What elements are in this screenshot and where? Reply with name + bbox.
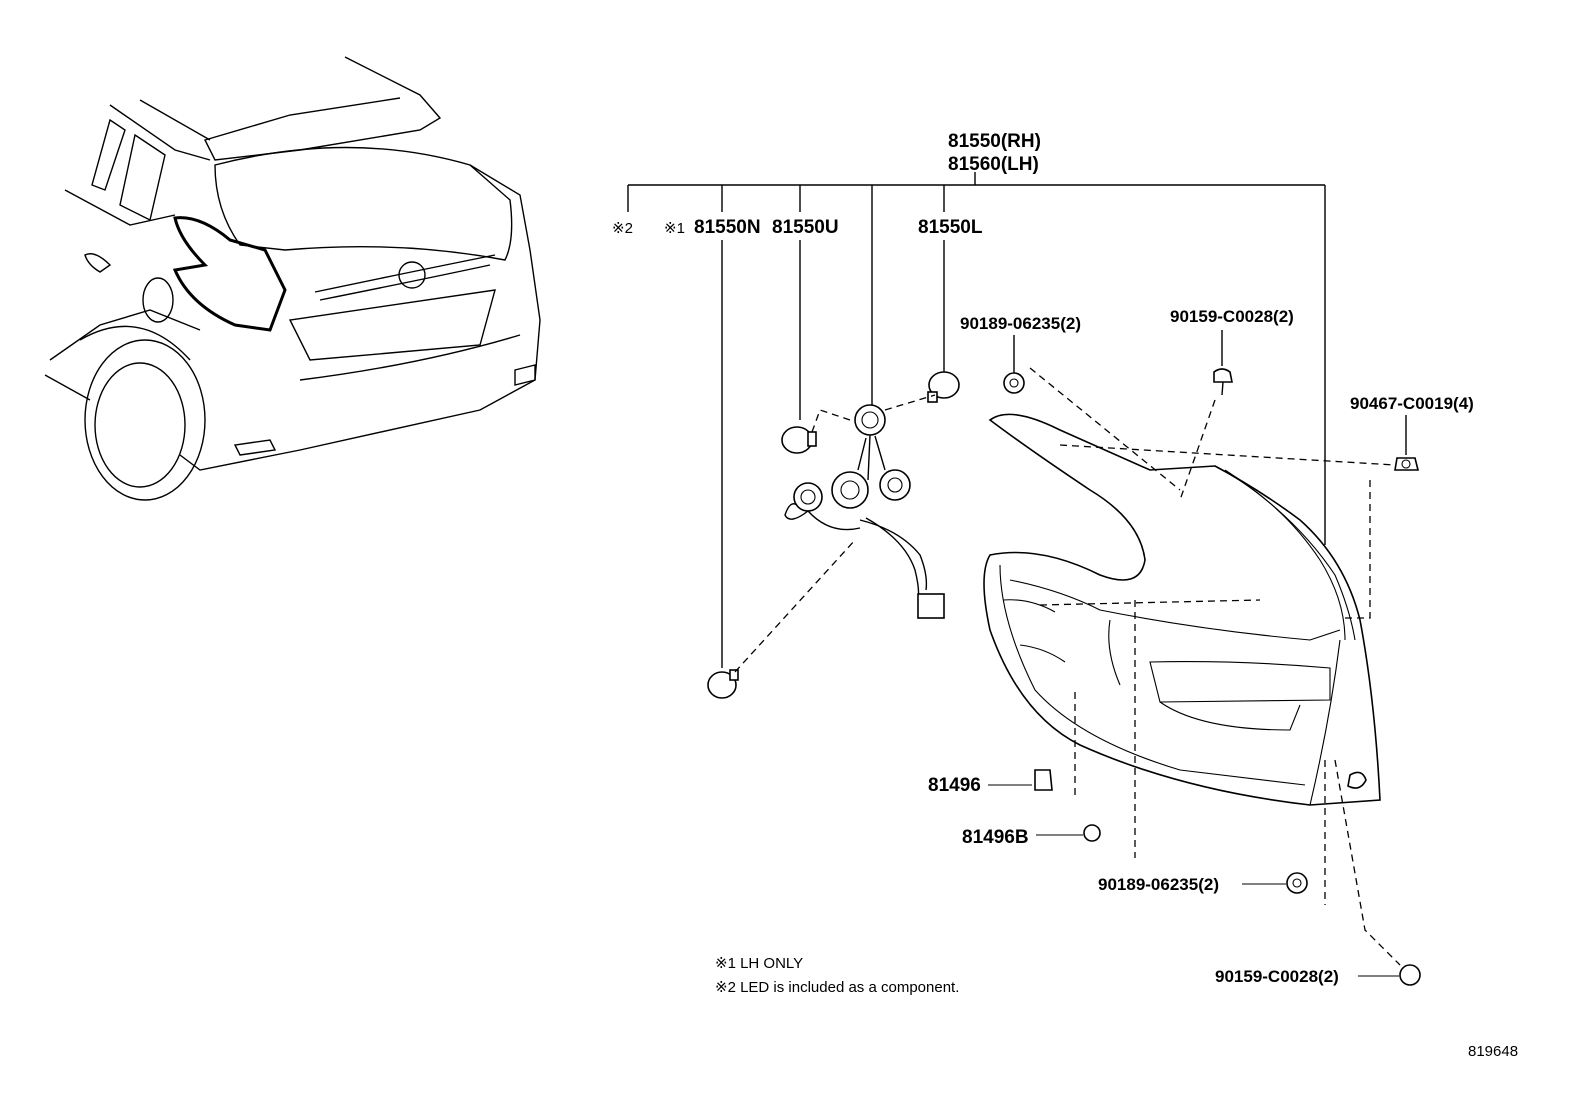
socket-top xyxy=(854,404,886,436)
screw-bottom-icon xyxy=(1399,964,1421,986)
fastener-icons xyxy=(1003,330,1421,986)
screw-bottom-label: 90159-C0028(2) xyxy=(1215,967,1339,986)
screw-top-icon xyxy=(1213,368,1233,383)
footnotes: ※1 LH ONLY ※2 LED is included as a compo… xyxy=(715,955,959,996)
nut-top-icon xyxy=(1003,372,1025,394)
illustration-code: 819648 xyxy=(1468,1043,1518,1060)
clip-right-icon xyxy=(1394,457,1420,471)
bulb-81550n-label: 81550N xyxy=(694,217,761,238)
fastener-labels: 90189-06235(2) 90159-C0028(2) 90467-C001… xyxy=(928,307,1474,986)
led-mark: ※2 xyxy=(612,220,633,237)
assembly-callout: 81550(RH) 81560(LH) xyxy=(627,131,1326,545)
cushion-label: 81496 xyxy=(928,775,981,796)
socket-left xyxy=(793,482,823,512)
note-lh-only: ※1 LH ONLY xyxy=(715,955,803,972)
bulb-81550n xyxy=(707,671,737,699)
cushion-icon xyxy=(1034,769,1053,791)
clip-right-label: 90467-C0019(4) xyxy=(1350,394,1474,413)
bulb-81550u-label: 81550U xyxy=(772,217,839,238)
assembly-rh-label: 81550(RH) xyxy=(948,131,1041,152)
cushion-b-icon xyxy=(1083,824,1101,842)
cushion-b-label: 81496B xyxy=(962,827,1029,848)
nut-bottom-icon xyxy=(1286,872,1308,894)
bulb-labels: ※2 ※1 81550N 81550U 81550L xyxy=(612,217,983,668)
note-led: ※2 LED is included as a component. xyxy=(715,979,959,996)
assembly-lh-label: 81560(LH) xyxy=(948,154,1039,175)
harness-connector xyxy=(917,593,945,619)
screw-top-label: 90159-C0028(2) xyxy=(1170,307,1294,326)
socket-harness xyxy=(707,371,960,699)
bulb-81550l-label: 81550L xyxy=(918,217,983,238)
socket-center xyxy=(831,471,869,509)
nut-top-label: 90189-06235(2) xyxy=(960,314,1081,333)
lh-only-mark: ※1 xyxy=(664,220,685,237)
tail-lamp-lens xyxy=(983,367,1401,966)
nut-bottom-label: 90189-06235(2) xyxy=(1098,875,1219,894)
socket-right xyxy=(879,469,911,501)
vehicle-rear-illustration xyxy=(44,56,541,501)
